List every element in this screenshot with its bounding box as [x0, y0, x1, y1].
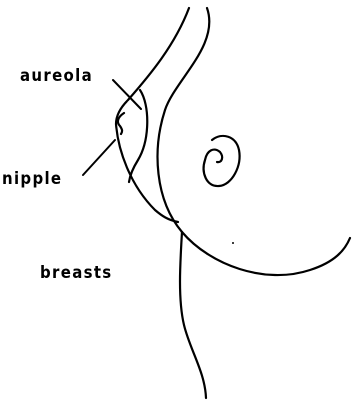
areola-outline — [129, 90, 147, 182]
nipple-outline — [118, 113, 124, 134]
aureola-label: aureola — [20, 68, 93, 85]
skin-dot — [232, 242, 234, 244]
nipple-label: nipple — [2, 171, 62, 188]
torso-side-line — [180, 232, 206, 398]
breasts-label: breasts — [40, 265, 113, 282]
chest-contour — [158, 8, 350, 275]
nipple-leader — [83, 140, 115, 175]
aureola-leader — [113, 80, 141, 109]
left-breast-outline — [116, 8, 189, 222]
right-nipple — [204, 136, 240, 186]
